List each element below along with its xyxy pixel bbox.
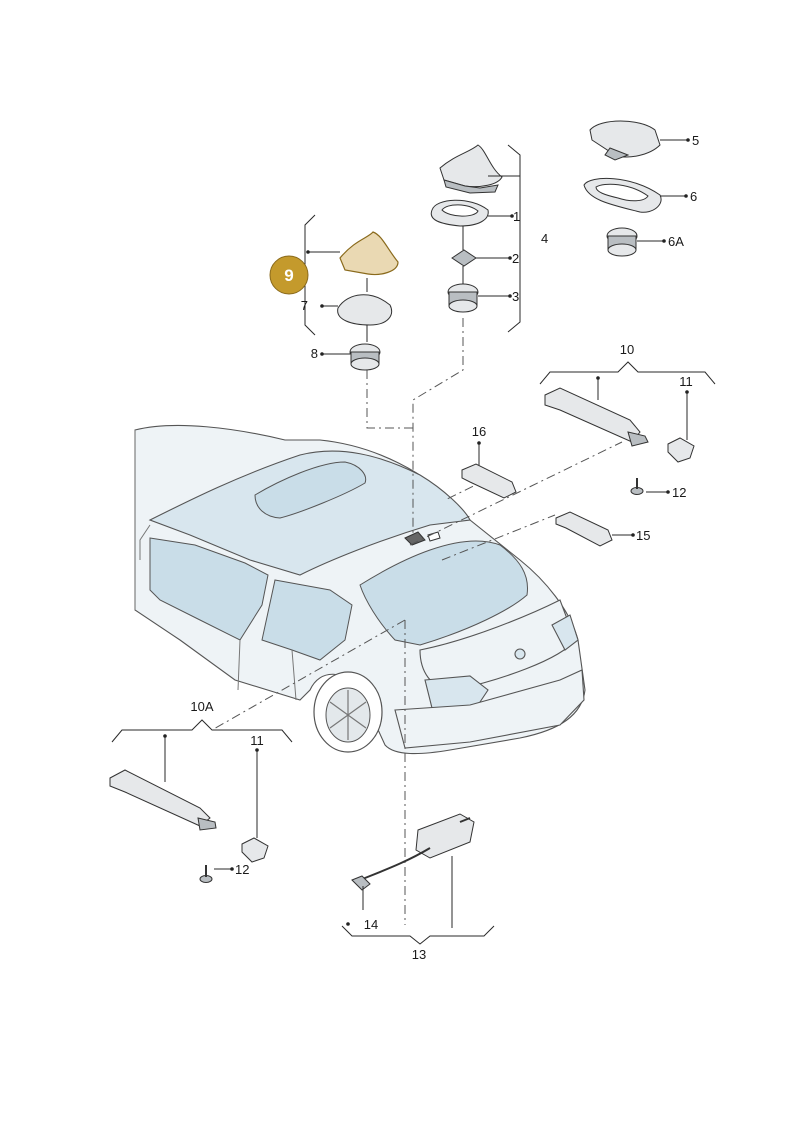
callout-16: 16 bbox=[472, 424, 486, 439]
part-5-antenna-cover[interactable] bbox=[589, 120, 661, 158]
callout-13: 13 bbox=[412, 947, 426, 962]
callout-4: 4 bbox=[541, 231, 548, 246]
group-antenna-4 bbox=[430, 144, 521, 333]
group-10: 10 11 12 bbox=[539, 342, 716, 500]
callout-12-left: 12 bbox=[235, 862, 249, 877]
part-11-clip-left[interactable] bbox=[241, 837, 269, 863]
part-13-amplifier[interactable] bbox=[415, 813, 475, 859]
callout-8: 8 bbox=[311, 346, 318, 361]
callout-7: 7 bbox=[301, 298, 308, 313]
highlight-badge[interactable]: 9 bbox=[269, 255, 309, 295]
group-16: 16 bbox=[461, 424, 517, 499]
group-antenna-alt bbox=[304, 214, 399, 371]
callout-6: 6 bbox=[690, 189, 697, 204]
callout-6a: 6A bbox=[668, 234, 684, 249]
part-12-screw-right[interactable] bbox=[630, 478, 644, 495]
badge-label: 9 bbox=[284, 266, 293, 285]
callout-10a: 10A bbox=[190, 699, 213, 714]
callout-2: 2 bbox=[512, 251, 519, 266]
part-3-nut[interactable] bbox=[447, 283, 479, 313]
callout-11-right: 11 bbox=[679, 374, 693, 389]
part-15-sensor[interactable] bbox=[555, 511, 613, 547]
callout-1: 1 bbox=[513, 209, 520, 224]
part-8-nut[interactable] bbox=[349, 343, 381, 371]
antenna-top[interactable] bbox=[439, 144, 503, 188]
part-16-sensor[interactable] bbox=[461, 463, 517, 499]
part-11-clip[interactable] bbox=[667, 437, 695, 463]
part-10a-module[interactable] bbox=[109, 769, 211, 827]
assembly-leader-lines bbox=[211, 318, 623, 925]
group-10a: 10A 11 12 bbox=[109, 699, 293, 883]
part-9-shark-antenna[interactable] bbox=[339, 231, 399, 276]
group-antenna-5 bbox=[583, 120, 690, 257]
car-illustration bbox=[134, 424, 586, 755]
callout-12-right: 12 bbox=[672, 485, 686, 500]
part-6a-nut[interactable] bbox=[606, 227, 638, 257]
callout-15: 15 bbox=[636, 528, 650, 543]
callout-14: 14 bbox=[364, 917, 378, 932]
part-12-screw-left[interactable] bbox=[199, 865, 213, 883]
group-15: 15 bbox=[555, 511, 650, 547]
part-10-module[interactable] bbox=[544, 387, 641, 443]
part-14-connector[interactable] bbox=[351, 875, 371, 891]
part-2-seal[interactable] bbox=[451, 249, 477, 267]
part-7-gasket[interactable] bbox=[337, 294, 393, 326]
callout-11-left: 11 bbox=[250, 733, 264, 748]
callout-5: 5 bbox=[692, 133, 699, 148]
group-13: 14 13 bbox=[341, 813, 495, 962]
callout-3: 3 bbox=[512, 289, 519, 304]
callout-10: 10 bbox=[620, 342, 634, 357]
